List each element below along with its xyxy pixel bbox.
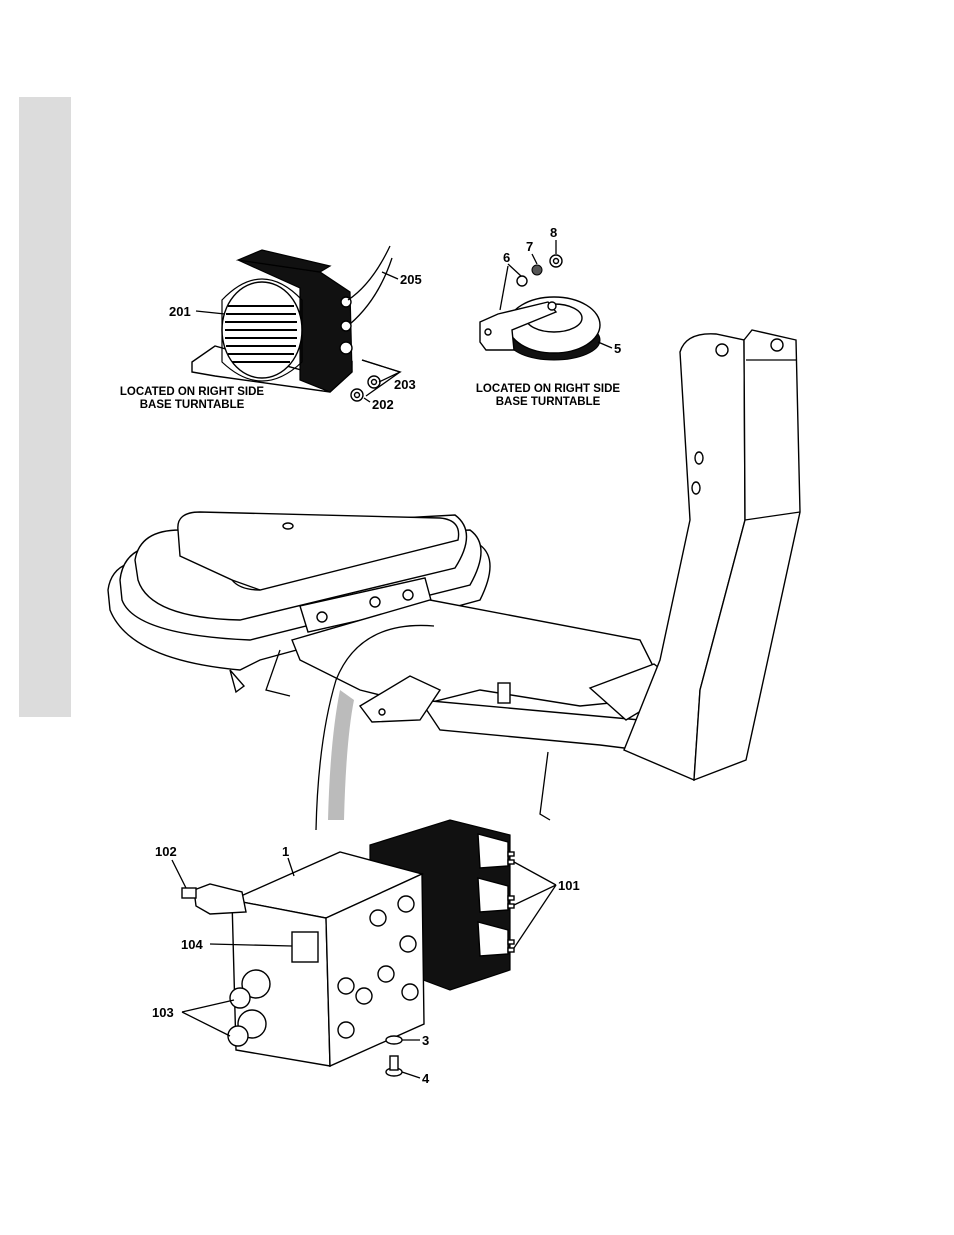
- callout-6: 6: [503, 250, 510, 265]
- valve-block: [182, 820, 514, 1076]
- callout-5: 5: [614, 341, 621, 356]
- callout-103: 103: [152, 1005, 174, 1020]
- callout-1: 1: [282, 844, 289, 859]
- horn: [480, 255, 600, 360]
- callout-101: 101: [558, 878, 580, 893]
- callout-202: 202: [372, 397, 394, 412]
- callout-3: 3: [422, 1033, 429, 1048]
- backup-alarm: [192, 246, 392, 401]
- callout-203: 203: [394, 377, 416, 392]
- callout-205: 205: [400, 272, 422, 287]
- callout-104: 104: [181, 937, 203, 952]
- horn-caption-line1: LOCATED ON RIGHT SIDE: [476, 383, 621, 395]
- callout-4: 4: [422, 1071, 430, 1086]
- callout-201: 201: [169, 304, 191, 319]
- callout-7: 7: [526, 239, 533, 254]
- alarm-caption-line1: LOCATED ON RIGHT SIDE: [120, 386, 265, 398]
- alarm-caption-line2: BASE TURNTABLE: [140, 399, 245, 411]
- callout-8: 8: [550, 225, 557, 240]
- callout-102: 102: [155, 844, 177, 859]
- horn-caption-line2: BASE TURNTABLE: [496, 396, 601, 408]
